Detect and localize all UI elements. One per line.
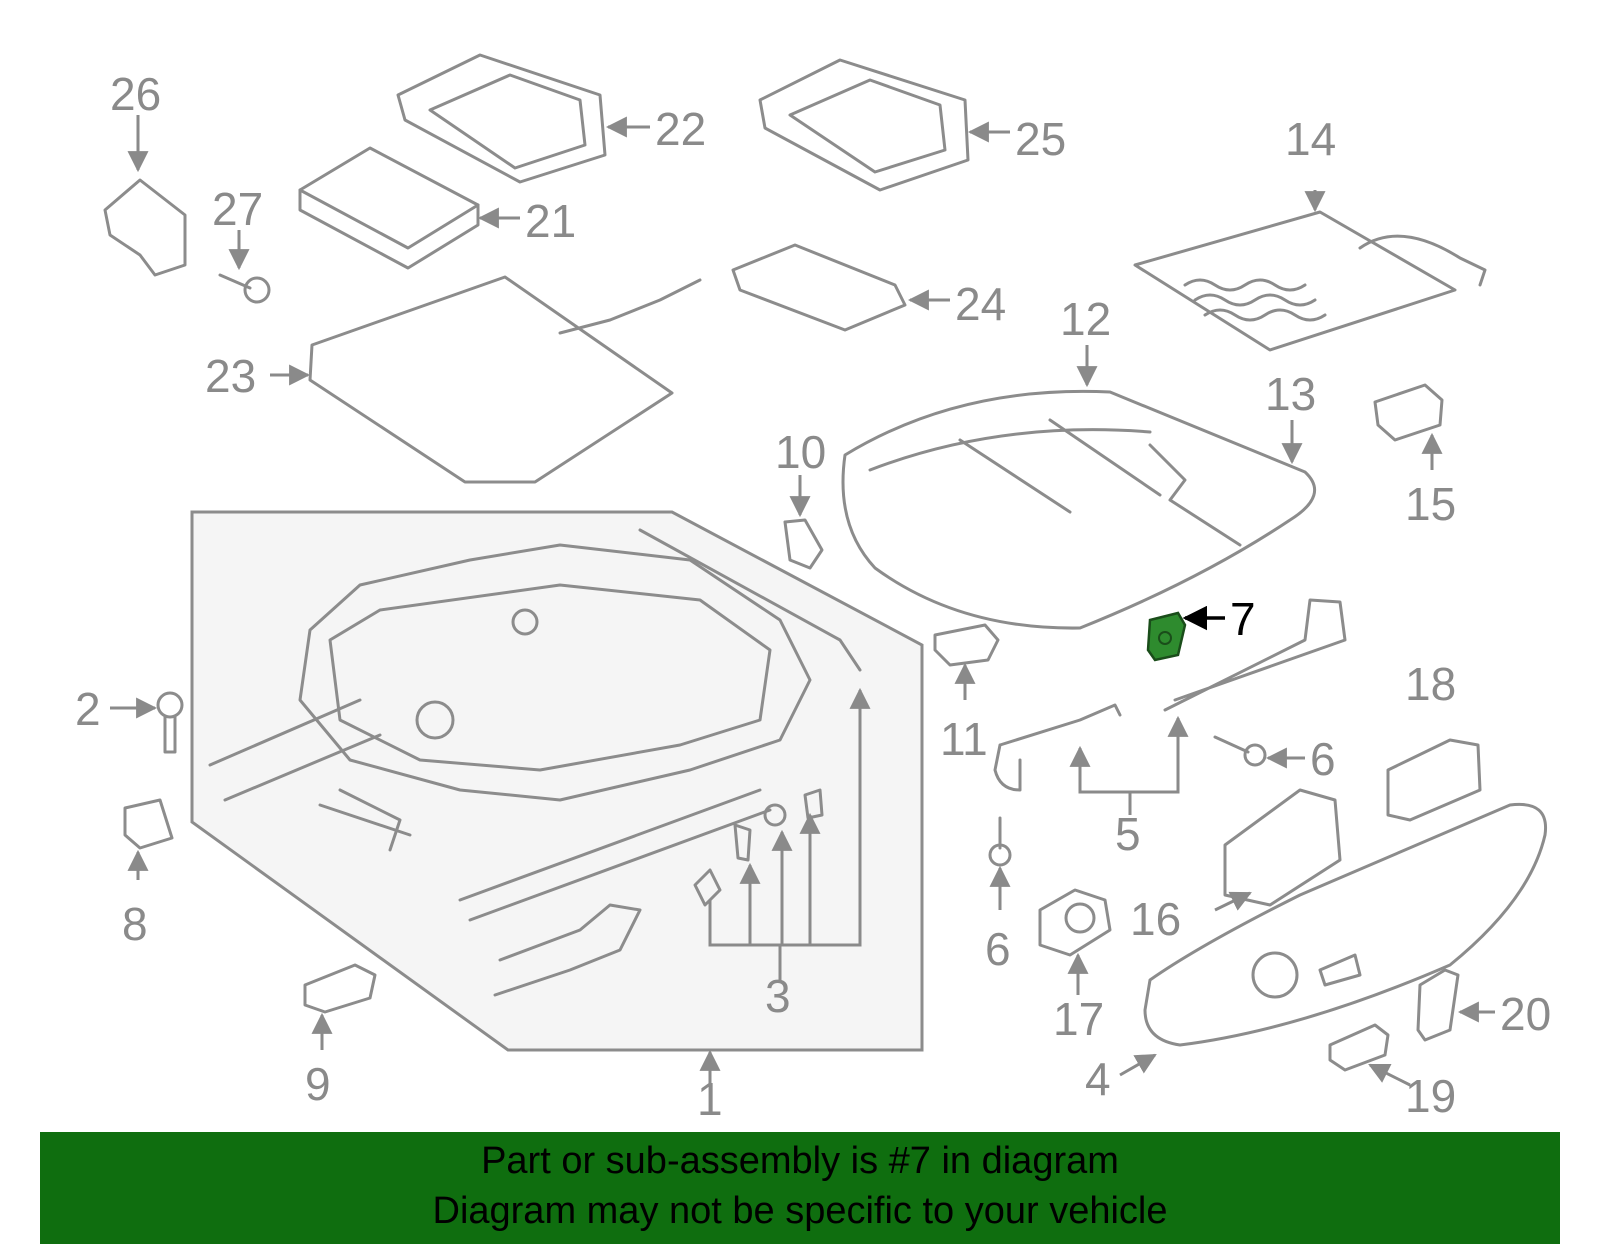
- part-16-module: [1223, 788, 1342, 907]
- part-18-switch: [1386, 738, 1482, 822]
- part-5-wire: [993, 598, 1347, 792]
- part-20-knob: [1416, 968, 1460, 1042]
- callout-25: 25: [1015, 113, 1066, 165]
- part-17-switch: [1038, 888, 1112, 957]
- callout-21: 21: [525, 195, 576, 247]
- callout-7: 7: [1230, 593, 1256, 645]
- part-8-clip: [123, 798, 174, 850]
- callout-20: 20: [1500, 988, 1551, 1040]
- callout-11: 11: [940, 713, 988, 765]
- part-27-screw: [218, 273, 271, 304]
- part-4-side-trim: [1143, 802, 1548, 1047]
- part-24-control-module: [731, 243, 907, 332]
- callout-8: 8: [122, 898, 148, 950]
- callout-9: 9: [305, 1058, 331, 1110]
- part-15-connector: [1373, 383, 1444, 442]
- callout-19: 19: [1405, 1070, 1456, 1122]
- part-9-cap: [303, 963, 377, 1014]
- callout-26: 26: [110, 68, 161, 120]
- callout-1: 1: [697, 1073, 723, 1125]
- callout-labels: 1 2 3 4 5 6 6 7 8 9 10 11 12 13 14 15 16…: [75, 68, 1551, 1125]
- part-7-highlighted: [1146, 611, 1187, 662]
- callout-17: 17: [1053, 993, 1104, 1045]
- part-6-bolt-lower: [988, 816, 1012, 867]
- part-23-occupant-sensor-mat: [308, 275, 702, 484]
- part-26-bracket: [103, 178, 187, 277]
- part-19-knob: [1328, 1023, 1390, 1072]
- callout-12: 12: [1060, 293, 1111, 345]
- parts-diagram: 1 2 3 4 5 6 6 7 8 9 10 11 12 13 14 15 16…: [75, 53, 1551, 1125]
- banner-line-2: Diagram may not be specific to your vehi…: [432, 1190, 1168, 1232]
- leader-lines: [110, 115, 1495, 1087]
- callout-22: 22: [655, 103, 706, 155]
- banner-line-1: Part or sub-assembly is #7 in diagram: [481, 1140, 1119, 1182]
- callout-24: 24: [955, 278, 1006, 330]
- part-25-lumbar-frame: [758, 58, 970, 192]
- part-6-bolt-upper: [1213, 735, 1267, 767]
- callout-4: 4: [1085, 1053, 1111, 1105]
- part-14-heater-pad: [1133, 210, 1487, 352]
- callout-16: 16: [1130, 893, 1181, 945]
- callout-6-lower: 6: [985, 923, 1011, 975]
- callout-3: 3: [765, 970, 791, 1022]
- part-10-clip: [783, 518, 824, 570]
- part-12-cushion: [841, 389, 1316, 630]
- callout-15: 15: [1405, 478, 1456, 530]
- callout-13: 13: [1265, 368, 1316, 420]
- callout-6-upper: 6: [1310, 733, 1336, 785]
- callout-10: 10: [775, 426, 826, 478]
- info-banner: Part or sub-assembly is #7 in diagram Di…: [40, 1132, 1560, 1244]
- part-1-seat-frame-box: [190, 510, 924, 1052]
- part-21-module: [298, 146, 480, 270]
- callout-27: 27: [212, 183, 263, 235]
- callout-14: 14: [1285, 113, 1336, 165]
- part-11-cap: [933, 623, 1000, 667]
- callout-5: 5: [1115, 808, 1141, 860]
- part-22-lumbar-frame: [396, 53, 607, 184]
- callout-18: 18: [1405, 658, 1456, 710]
- callout-2: 2: [75, 683, 101, 735]
- part-2-bolt: [156, 691, 184, 754]
- callout-23: 23: [205, 350, 256, 402]
